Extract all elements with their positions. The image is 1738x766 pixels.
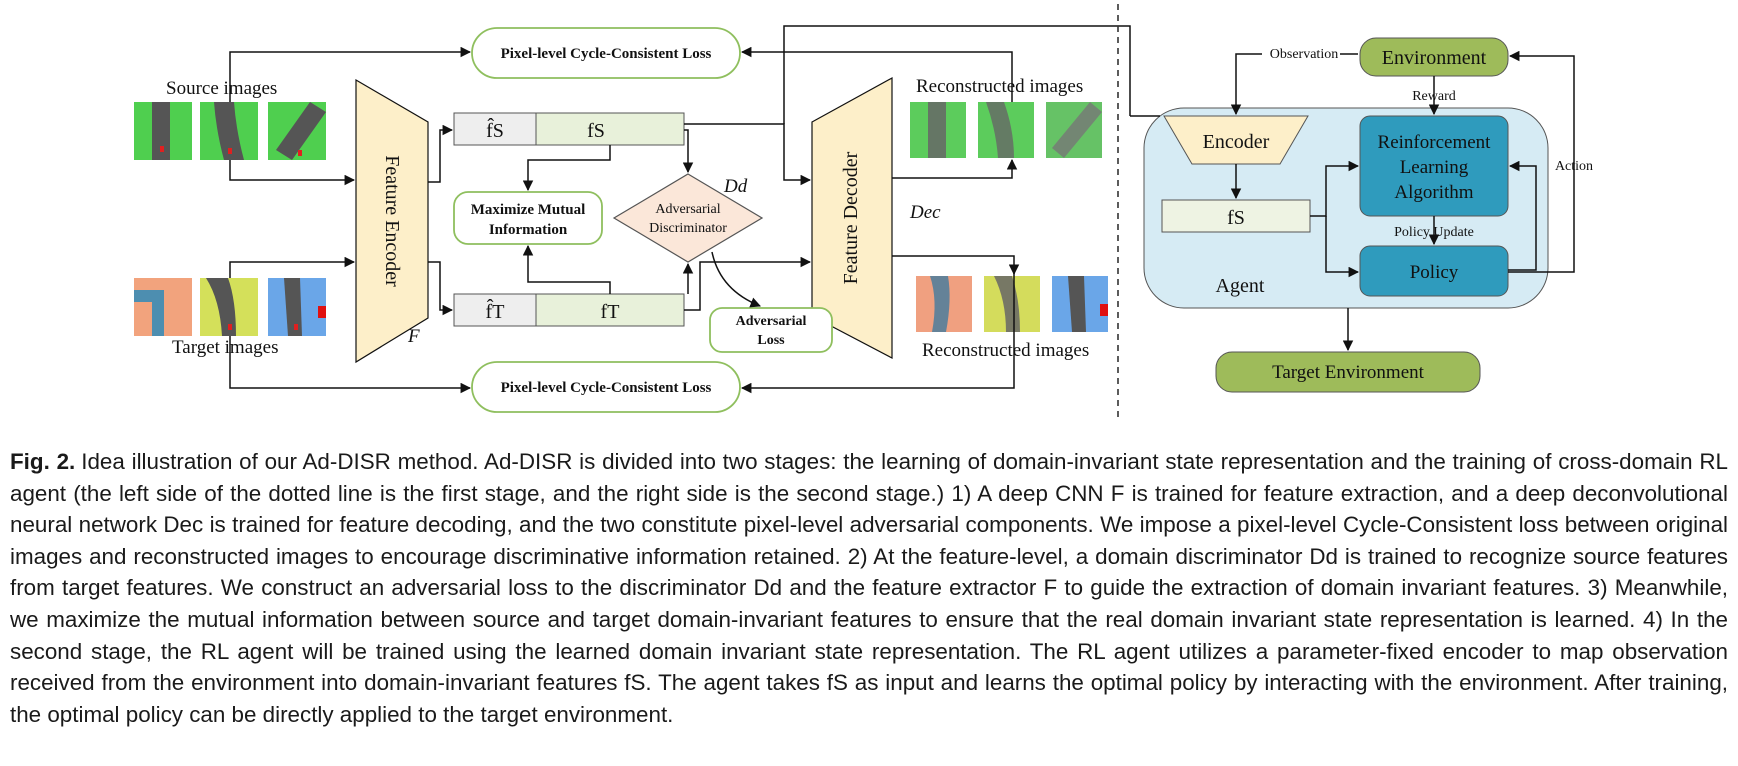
stage1-connectors xyxy=(229,25,1131,394)
pixel-loss-bottom-box xyxy=(471,361,741,413)
encoder-symbol: F xyxy=(407,326,420,347)
target-images-label: Target images xyxy=(172,337,278,358)
feature-decoder-label: Feature Decoder xyxy=(840,151,862,284)
reconstructed-images-bottom xyxy=(916,276,1108,332)
source-image-3 xyxy=(268,102,326,160)
agent-encoder-label: Encoder xyxy=(1203,131,1270,153)
adversarial-loss-line1: Adversarial xyxy=(736,314,807,329)
mutual-info-line1: Maximize Mutual xyxy=(471,202,586,218)
discriminator-diamond xyxy=(612,173,764,263)
ft-text: fT xyxy=(601,301,620,323)
figure-caption: Fig. 2.Idea illustration of our Ad-DISR … xyxy=(10,446,1728,730)
ft-hat-text: f̂T xyxy=(486,298,505,323)
decoder-symbol: Dec xyxy=(909,202,941,223)
fs-box xyxy=(535,112,685,146)
agent-fs-text: fS xyxy=(1227,207,1245,229)
reconstructed-top-label: Reconstructed images xyxy=(916,76,1083,97)
target-image-2 xyxy=(200,278,258,336)
source-image-1 xyxy=(134,102,192,160)
environment-label: Environment xyxy=(1382,47,1487,69)
pixel-loss-top-text: Pixel-level Cycle-Consistent Loss xyxy=(501,46,712,62)
source-images-label: Source images xyxy=(166,78,277,99)
discriminator-line1: Adversarial xyxy=(655,202,720,217)
mutual-info-line2: Information xyxy=(489,222,568,238)
rl-line3: Algorithm xyxy=(1394,182,1473,203)
ft-box xyxy=(535,293,685,327)
pixel-loss-top-box xyxy=(471,27,741,79)
target-environment-label: Target Environment xyxy=(1272,362,1425,383)
discriminator-line2: Discriminator xyxy=(649,221,727,236)
target-images xyxy=(134,278,326,336)
reconstructed-images-top xyxy=(910,102,1102,158)
ad-disr-diagram: Source images Target images Reconstructe… xyxy=(134,4,1593,420)
source-image-2 xyxy=(200,102,258,160)
stage2-connectors xyxy=(1130,50,1575,352)
caption-text: Idea illustration of our Ad-DISR method.… xyxy=(10,449,1728,727)
agent-fs-box xyxy=(1161,199,1311,233)
adversarial-loss-line2: Loss xyxy=(757,333,785,348)
agent-label: Agent xyxy=(1216,275,1265,297)
target-image-3 xyxy=(268,278,326,336)
fs-hat-box xyxy=(453,112,537,146)
target-environment-box xyxy=(1215,351,1481,393)
ft-hat-box xyxy=(453,293,537,327)
feature-decoder-block xyxy=(811,76,893,359)
fs-hat-text: f̂S xyxy=(486,117,504,142)
fs-text: fS xyxy=(587,120,605,142)
feature-encoder-label: Feature Encoder xyxy=(381,155,403,287)
agent-encoder-block xyxy=(1163,115,1309,165)
rl-line1: Reinforcement xyxy=(1378,132,1492,153)
target-image-1 xyxy=(134,278,192,336)
pixel-loss-bottom-text: Pixel-level Cycle-Consistent Loss xyxy=(501,380,712,396)
mutual-info-box xyxy=(453,191,603,245)
observation-label: Observation xyxy=(1270,47,1338,62)
policy-label: Policy xyxy=(1410,262,1459,283)
policy-box xyxy=(1359,245,1509,297)
rl-line2: Learning xyxy=(1400,157,1469,178)
reconstructed-bottom-label: Reconstructed images xyxy=(922,340,1089,361)
caption-label: Fig. 2. xyxy=(10,449,76,474)
feature-encoder-block xyxy=(355,78,429,364)
discriminator-symbol: Dd xyxy=(723,176,748,197)
source-images xyxy=(134,102,326,160)
adversarial-loss-box xyxy=(709,307,833,353)
